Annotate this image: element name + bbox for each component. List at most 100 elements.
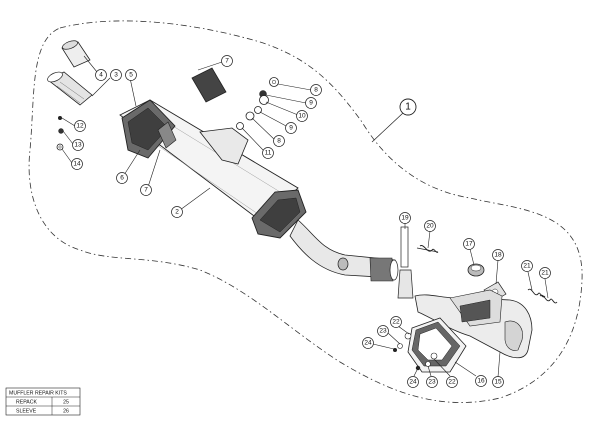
heat-shield-plate — [191, 67, 227, 103]
callout-16: 16 — [475, 375, 487, 387]
callout-circle — [492, 249, 504, 261]
callout-circle — [95, 69, 107, 81]
callout-circle — [362, 337, 374, 349]
small-fasteners — [56, 116, 64, 151]
callout-19: 19 — [399, 212, 411, 224]
callout-number: 11 — [265, 150, 272, 157]
callout-circle — [140, 184, 152, 196]
callout-7-top: 7 — [221, 55, 233, 67]
bolts-washers-22-24 — [393, 332, 438, 371]
callout-circle — [116, 172, 128, 184]
callout-15: 15 — [492, 376, 504, 388]
callout-number: 5 — [129, 72, 133, 79]
callout-number: 14 — [73, 161, 81, 168]
callout-number: 9 — [289, 125, 293, 132]
callout-9-bottom: 9 — [285, 122, 297, 134]
callout-circle — [463, 238, 475, 250]
callout-3: 3 — [110, 69, 122, 81]
callout-circle — [296, 110, 308, 122]
callout-circle — [407, 376, 419, 388]
callout-circle — [446, 376, 458, 388]
callout-21-left: 21 — [521, 260, 533, 272]
callout-5: 5 — [125, 69, 137, 81]
link-pipe-part — [47, 71, 93, 106]
callout-22-top: 22 — [390, 316, 402, 328]
callout-circle — [492, 376, 504, 388]
callout-number: 16 — [477, 378, 485, 385]
callout-13: 13 — [72, 139, 84, 151]
callout-circle — [390, 316, 402, 328]
callout-circle — [426, 376, 438, 388]
callout-24-top: 24 — [362, 337, 374, 349]
assembly-boundary — [28, 20, 583, 403]
callout-6: 6 — [116, 172, 128, 184]
repair-kit-name: SLEEVE — [16, 409, 37, 415]
callout-24-bottom: 24 — [407, 376, 419, 388]
callout-number: 7 — [225, 58, 229, 65]
callout-11: 11 — [262, 147, 274, 159]
callout-17: 17 — [463, 238, 475, 250]
springs-21 — [527, 288, 558, 304]
spring-20 — [416, 245, 439, 253]
callout-circle — [74, 120, 86, 132]
callout-14: 14 — [71, 158, 83, 170]
callout-circle — [310, 84, 322, 96]
callout-8-bottom: 8 — [273, 135, 285, 147]
callout-circle — [377, 325, 389, 337]
callout-circle — [475, 375, 487, 387]
callout-circle — [424, 220, 436, 232]
callout-number: 12 — [76, 123, 84, 130]
callout-8-top: 8 — [310, 84, 322, 96]
callout-number: 9 — [309, 100, 313, 107]
callout-number: 8 — [277, 138, 281, 145]
callout-circle — [305, 97, 317, 109]
callout-number: 4 — [99, 72, 103, 79]
callout-circle — [539, 267, 551, 279]
callout-number: 7 — [144, 187, 148, 194]
repair-kits-table: MUFFLER REPAIR KITS REPACK 25 SLEEVE 26 — [5, 387, 81, 416]
callout-number: 17 — [465, 241, 473, 248]
callout-number: 8 — [314, 87, 318, 94]
callout-number: 2 — [175, 209, 179, 216]
callout-number: 13 — [74, 142, 82, 149]
callout-number: 3 — [114, 72, 118, 79]
repair-kit-name: REPACK — [16, 400, 37, 406]
callout-10: 10 — [296, 110, 308, 122]
callout-circle — [273, 135, 285, 147]
callout-number: 22 — [392, 319, 400, 326]
repair-kits-title: MUFFLER REPAIR KITS — [9, 391, 67, 397]
callout-bubbles: 4 3 5 7 8 9 10 9 8 11 12 13 14 6 7 2 19 … — [71, 55, 551, 388]
header-pipe-part — [414, 289, 533, 359]
callout-number: 19 — [401, 215, 409, 222]
callout-21-right: 21 — [539, 267, 551, 279]
callout-circle — [71, 158, 83, 170]
assembly-number: 1 — [405, 102, 411, 113]
callout-number: 24 — [364, 340, 372, 347]
callout-12: 12 — [74, 120, 86, 132]
callout-23-top: 23 — [377, 325, 389, 337]
callout-circle — [521, 260, 533, 272]
callout-20: 20 — [424, 220, 436, 232]
callout-circle — [125, 69, 137, 81]
heat-shield-16 — [407, 317, 467, 373]
callout-number: 23 — [379, 328, 387, 335]
callout-number: 15 — [494, 379, 502, 386]
assembly-number-bubble: 1 — [371, 98, 417, 143]
callout-number: 23 — [428, 379, 436, 386]
washers-stack — [236, 77, 279, 130]
spring-19 — [397, 226, 414, 299]
callout-number: 24 — [409, 379, 417, 386]
repair-kit-code: 26 — [63, 409, 69, 415]
callout-number: 22 — [448, 379, 456, 386]
callout-23-bottom: 23 — [426, 376, 438, 388]
callout-22-bottom: 22 — [446, 376, 458, 388]
outlet-pipe-part — [289, 219, 399, 282]
end-cap-part — [61, 40, 91, 68]
callout-number: 6 — [120, 175, 124, 182]
repair-kit-code: 25 — [63, 400, 69, 406]
callout-circle — [72, 139, 84, 151]
callout-circle — [399, 212, 411, 224]
muffler-body-part — [119, 99, 307, 239]
callout-circle — [262, 147, 274, 159]
